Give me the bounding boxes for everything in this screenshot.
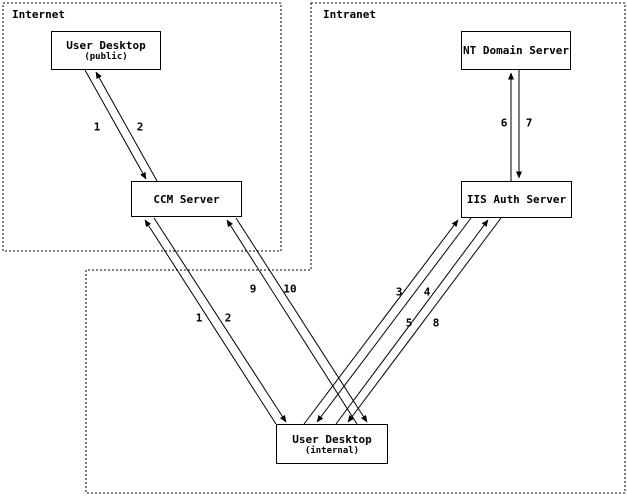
flow-arrow-3 (303, 219, 459, 425)
internet-region-outline (2, 2, 282, 252)
step-label-6: 6 (500, 116, 508, 130)
step-label-8: 8 (432, 316, 440, 330)
step-label-3: 3 (395, 285, 403, 299)
step-label-5: 5 (405, 316, 413, 330)
internet-region-label: Internet (11, 8, 66, 21)
node-user-desktop-internal: User Desktop (internal) (276, 424, 388, 464)
flow-arrow-1-internal (144, 219, 277, 425)
node-ccm-server: CCM Server (131, 181, 242, 217)
step-label-1-public: 1 (93, 120, 101, 134)
node-subtitle: (internal) (304, 445, 360, 456)
step-label-4: 4 (423, 285, 431, 299)
step-label-7: 7 (525, 116, 533, 130)
intranet-region-label: Intranet (322, 8, 377, 21)
step-label-9: 9 (249, 282, 257, 296)
node-nt-domain-server: NT Domain Server (461, 31, 571, 70)
node-title: User Desktop (66, 39, 146, 52)
step-label-1-internal: 1 (195, 311, 203, 325)
flow-arrow-5 (335, 219, 489, 425)
flow-arrow-2-internal (153, 217, 287, 423)
step-label-10: 10 (283, 282, 297, 296)
node-title: NT Domain Server (463, 44, 569, 57)
flow-arrow-9 (226, 219, 358, 425)
node-iis-auth-server: IIS Auth Server (461, 181, 572, 218)
flow-arrow-2-public (95, 71, 158, 182)
node-title: CCM Server (153, 192, 220, 206)
flow-arrow-1-public (84, 69, 147, 180)
intranet-region-outline (85, 2, 626, 494)
step-label-2-public: 2 (136, 120, 144, 134)
flow-arrow-8 (347, 217, 502, 423)
flow-arrow-4 (316, 217, 472, 423)
node-user-desktop-public: User Desktop (public) (51, 31, 161, 70)
step-label-2-internal: 2 (224, 311, 232, 325)
node-subtitle: (public) (84, 52, 128, 62)
node-title: User Desktop (292, 432, 372, 446)
node-title: IIS Auth Server (466, 193, 567, 206)
flow-arrow-10 (235, 217, 368, 423)
